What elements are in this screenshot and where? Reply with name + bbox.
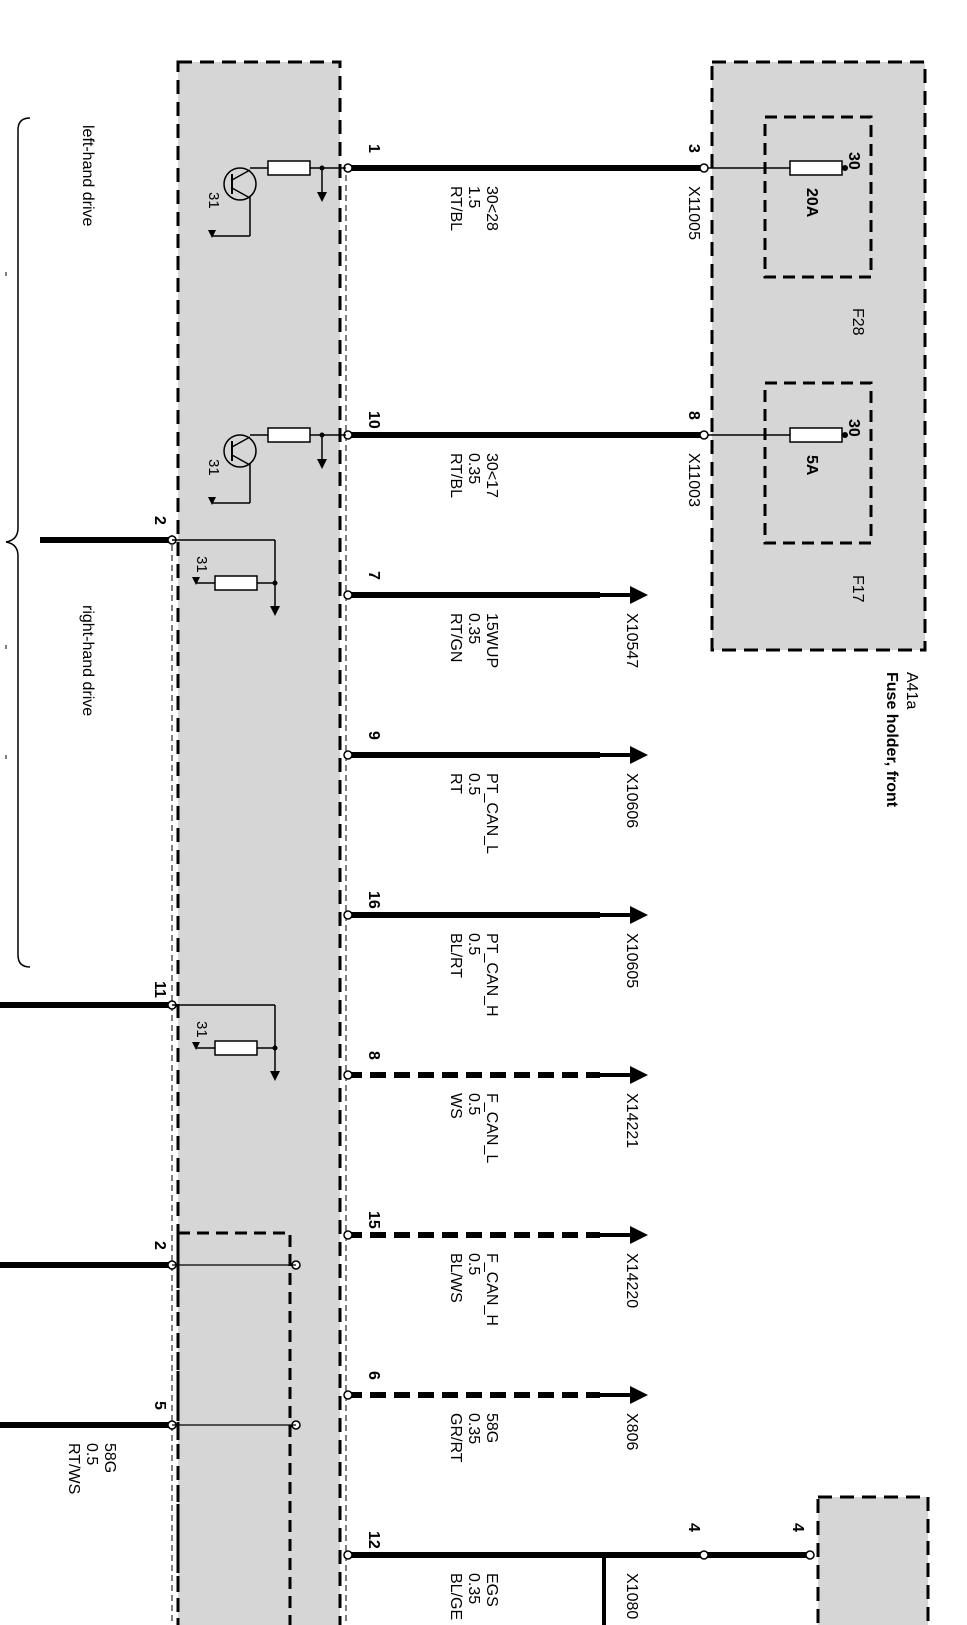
fuse-f28-element xyxy=(789,160,843,176)
resistor-icon xyxy=(267,160,311,176)
drive-brace xyxy=(5,117,31,968)
module-x1080-box xyxy=(816,1495,930,1625)
transistor-icon xyxy=(223,167,257,201)
ground-icon xyxy=(208,230,216,238)
arrow-X14220-head xyxy=(630,1226,648,1244)
transistor-icon xyxy=(223,434,257,468)
ground-icon xyxy=(270,606,280,616)
resistor-icon xyxy=(214,575,258,591)
arrow-X10606-head xyxy=(630,746,648,764)
fuse-holder-box xyxy=(710,60,927,652)
signal-arrow-icon xyxy=(317,459,327,469)
control-module-box xyxy=(176,60,342,1625)
components xyxy=(172,160,346,1426)
ground-icon xyxy=(192,577,200,585)
wires xyxy=(0,163,815,1625)
signal-arrow-icon xyxy=(317,192,327,202)
arrow-X10605-head xyxy=(630,906,648,924)
arrow-X10547-head xyxy=(630,586,648,604)
control-module-subbox xyxy=(176,1231,292,1625)
arrow-X14221-head xyxy=(630,1066,648,1084)
resistor-icon xyxy=(214,1040,258,1056)
ground-icon xyxy=(208,497,216,505)
resistor-icon xyxy=(267,427,311,443)
arrow-X806-head xyxy=(630,1386,648,1404)
ground-icon xyxy=(192,1042,200,1050)
ground-icon xyxy=(270,1071,280,1081)
fuse-f17-element xyxy=(789,427,843,443)
